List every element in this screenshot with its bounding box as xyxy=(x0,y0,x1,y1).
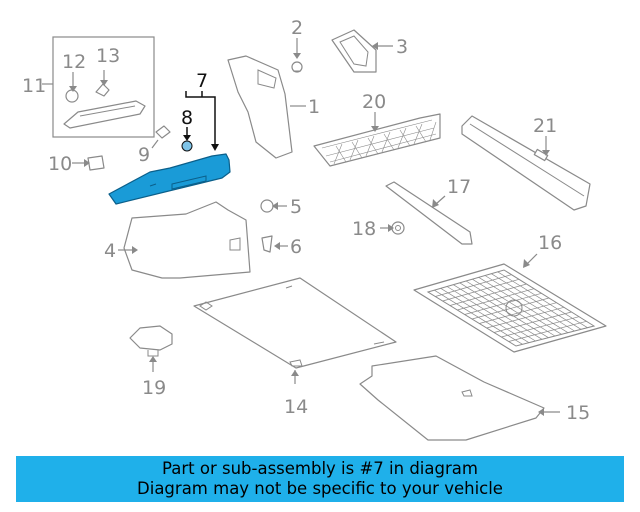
part-16-cargo-tray xyxy=(413,263,607,353)
part-9-retainer xyxy=(155,125,171,139)
callout-18: 18 xyxy=(352,218,376,240)
callout-13: 13 xyxy=(96,45,120,67)
part-10-plug xyxy=(87,155,105,171)
part-15-floor-mat xyxy=(359,355,545,441)
callout-5: 5 xyxy=(290,196,302,218)
callout-9: 9 xyxy=(138,144,150,166)
part-19-lamp xyxy=(129,325,173,357)
callout-3: 3 xyxy=(396,36,408,58)
part-20-cargo-net xyxy=(313,113,441,167)
callout-17: 17 xyxy=(447,176,471,198)
part-7-highlighted-trim xyxy=(108,153,231,205)
callout-6: 6 xyxy=(290,236,302,258)
callout-4: 4 xyxy=(104,240,116,262)
callout-16: 16 xyxy=(538,232,562,254)
callout-19: 19 xyxy=(142,377,166,399)
part-3-cover xyxy=(331,29,377,73)
part-21-tonneau-cover xyxy=(461,115,591,211)
inset-box-11 xyxy=(52,36,155,138)
banner-line-1: Part or sub-assembly is #7 in diagram xyxy=(162,459,478,478)
callout-21: 21 xyxy=(533,115,557,137)
callout-8: 8 xyxy=(181,107,193,129)
callout-10: 10 xyxy=(48,153,72,175)
part-8-clip xyxy=(181,140,193,152)
part-notice-banner: Part or sub-assembly is #7 in diagram Di… xyxy=(16,456,624,502)
part-1-trim-panel xyxy=(227,55,293,159)
callout-14: 14 xyxy=(284,396,308,418)
callout-2: 2 xyxy=(291,17,303,39)
part-17-bracket xyxy=(385,181,473,245)
callout-20: 20 xyxy=(362,91,386,113)
part-5-clip xyxy=(260,199,274,213)
callout-11: 11 xyxy=(22,75,46,97)
part-14-deck-board xyxy=(193,277,397,369)
part-2-clip xyxy=(291,61,303,73)
callout-1: 1 xyxy=(308,96,320,118)
callout-12: 12 xyxy=(62,51,86,73)
banner-line-2: Diagram may not be specific to your vehi… xyxy=(137,479,503,498)
part-4-lower-trim xyxy=(123,201,251,279)
callout-7: 7 xyxy=(196,70,208,92)
callout-15: 15 xyxy=(566,402,590,424)
part-6-clip xyxy=(261,235,273,253)
